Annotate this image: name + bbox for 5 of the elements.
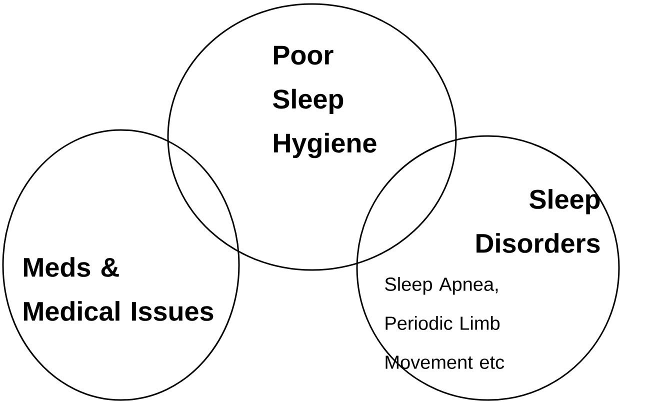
circle [2,129,240,401]
circle [167,3,457,271]
circle-label: Sleep Disorders [476,189,600,253]
circle-label: Meds & Medical Issues [24,257,214,321]
circle-label: Poor Sleep Hygiene [273,46,376,158]
